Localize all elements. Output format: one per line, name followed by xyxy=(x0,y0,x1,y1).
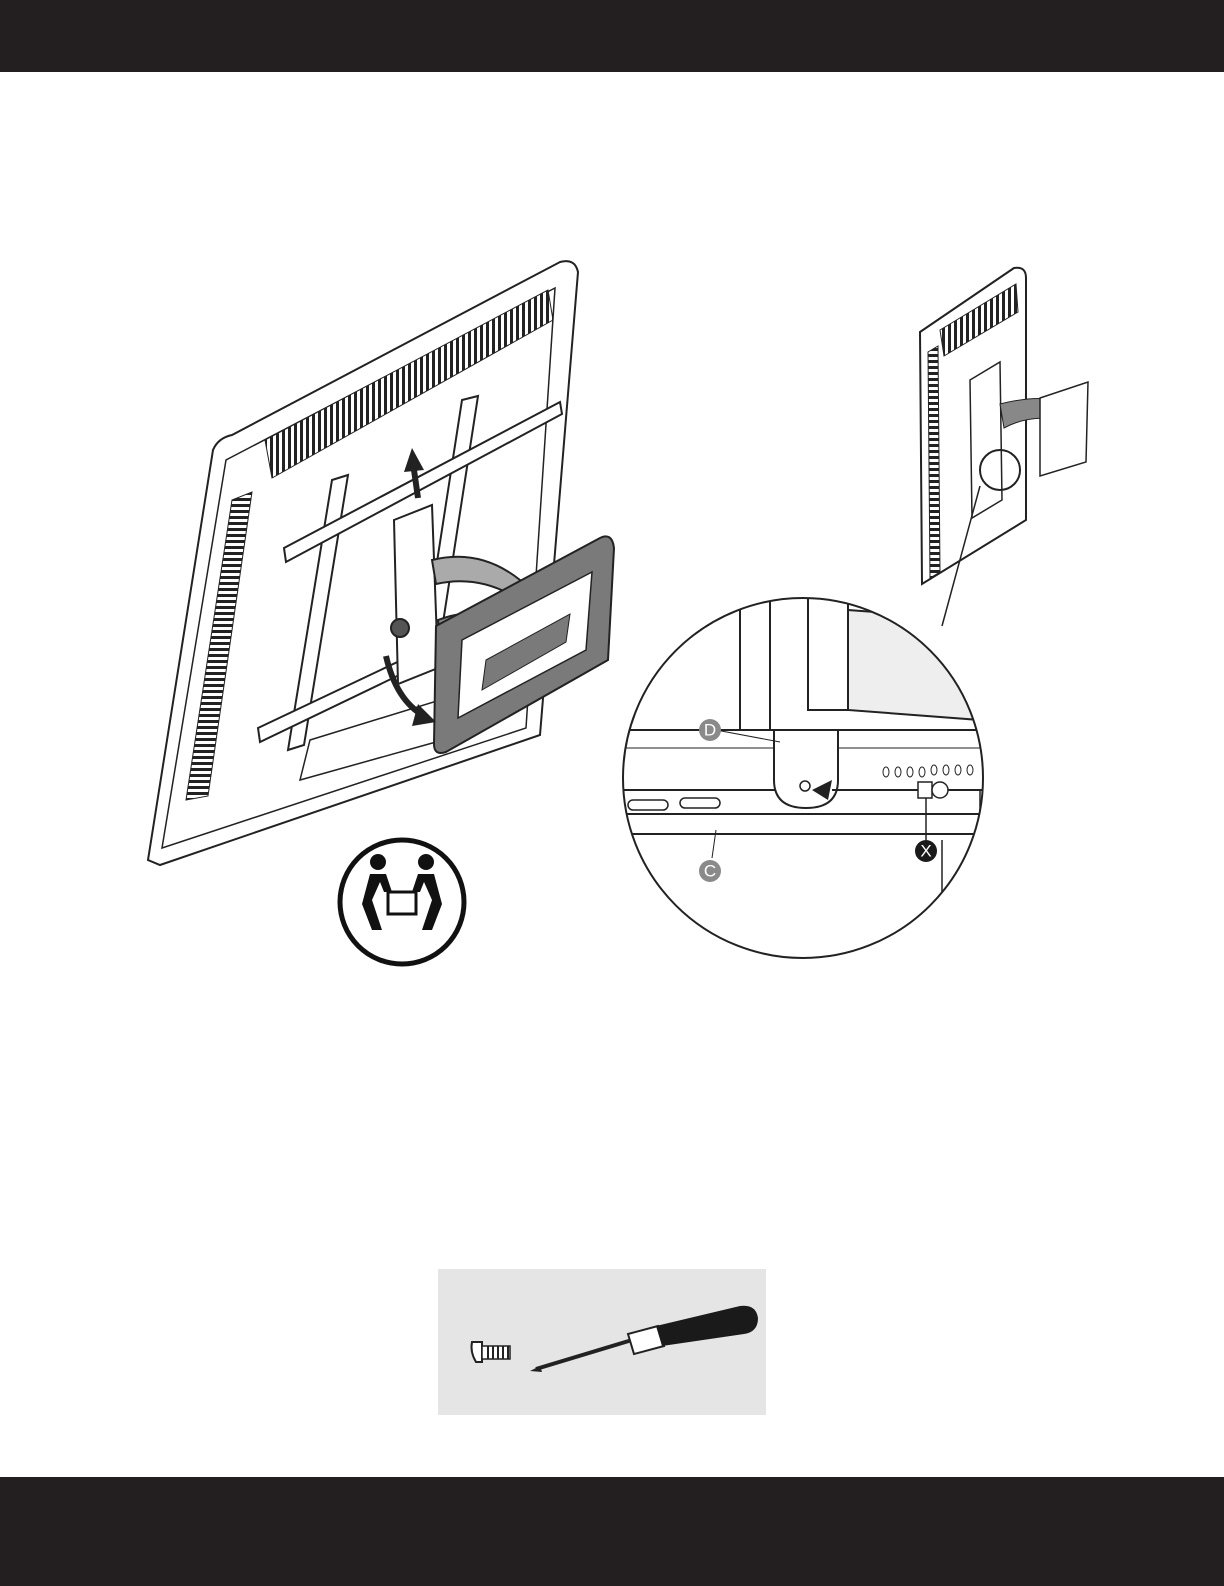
tv-back-illustration xyxy=(148,261,578,865)
svg-text:D: D xyxy=(704,721,716,740)
svg-text:C: C xyxy=(704,862,716,881)
svg-text:X: X xyxy=(920,842,931,861)
callout-c: C xyxy=(699,860,721,882)
tools-panel xyxy=(438,1269,766,1415)
inset-tv-illustration xyxy=(920,268,1088,626)
two-person-lift-icon xyxy=(340,840,464,964)
callout-d: D xyxy=(699,719,721,741)
callout-x: X xyxy=(915,840,937,862)
detail-magnifier xyxy=(600,590,1000,970)
